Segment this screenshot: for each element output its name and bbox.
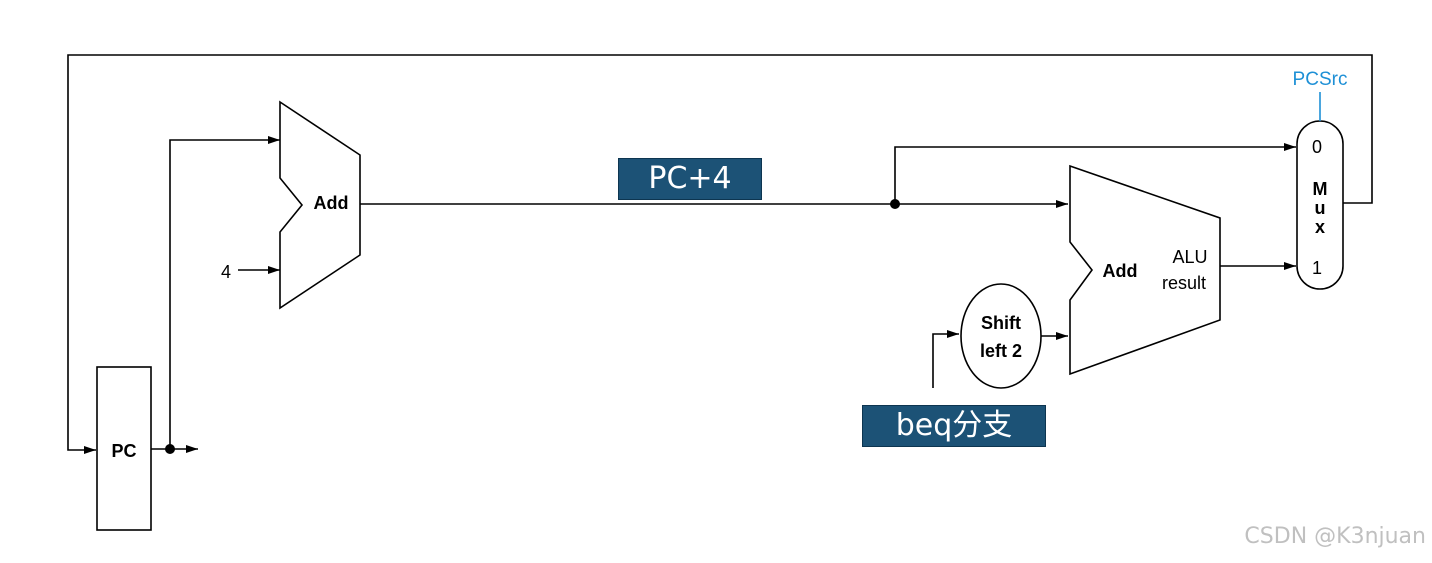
pc-label: PC [111,441,136,461]
shift-label-2: left 2 [980,341,1022,361]
mux-in0-label: 0 [1312,137,1322,157]
branch-adder [1069,164,1221,376]
beq-branch-tag: beq分支 [862,405,1046,447]
mux-in1-label: 1 [1312,258,1322,278]
pc-register [96,366,152,531]
imm-in-wire [932,330,959,388]
feedback-wire [67,54,1373,454]
pc-plus-4-tag: PC+4 [618,158,762,200]
pc4-to-mux-wire [894,143,1296,204]
mux-label-x: x [1315,217,1325,237]
alu-label: ALU [1172,247,1207,267]
pc-to-adder-wire [169,136,280,449]
pc-adder-label: Add [314,193,349,213]
const-4-label: 4 [221,262,231,282]
branch-adder-label: Add [1103,261,1138,281]
result-label: result [1162,273,1206,293]
watermark: CSDN @K3njuan [1244,524,1426,549]
shift-left-2 [960,283,1042,389]
shift-label-1: Shift [981,313,1021,333]
mux-label-u: u [1315,198,1326,218]
pc-adder [279,100,361,310]
mux-label-m: M [1313,179,1328,199]
pcsrc-label: PCSrc [1293,69,1348,90]
